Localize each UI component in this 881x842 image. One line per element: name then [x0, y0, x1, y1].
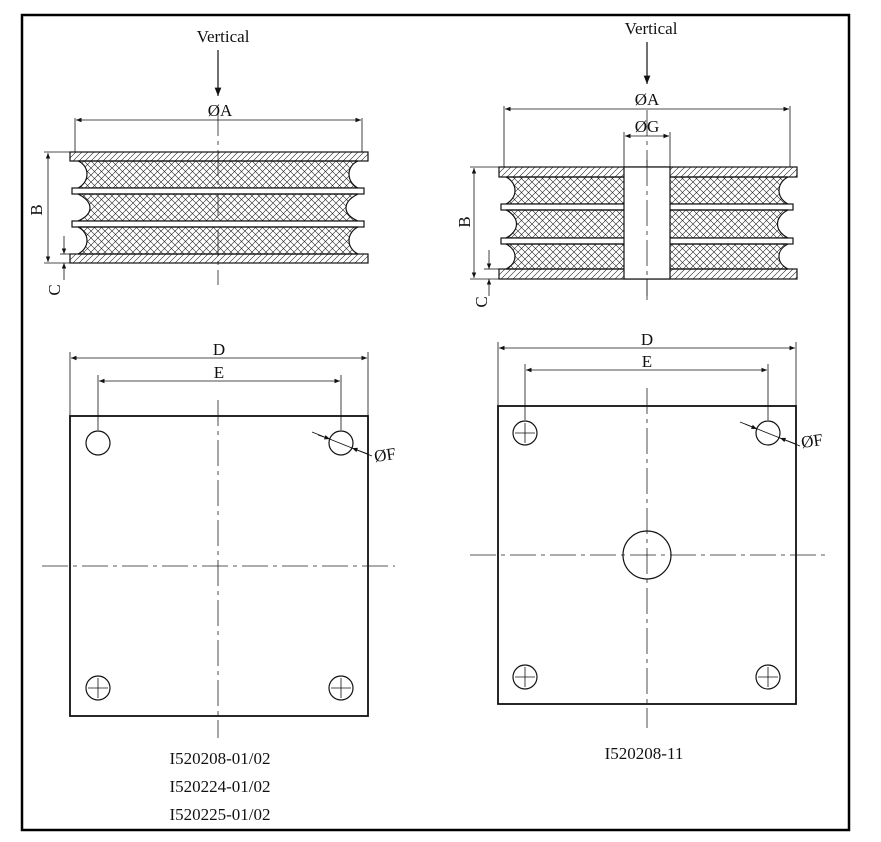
right-plan-view: D E ØF I520208-11: [470, 330, 825, 763]
left-dim-d-label: D: [213, 340, 225, 359]
right-hole-bottom-right: [755, 664, 781, 690]
left-dim-e-label: E: [214, 363, 224, 382]
left-dim-b-label: B: [27, 204, 46, 215]
right-hole-top-left: [512, 420, 538, 446]
right-dim-f-label: ØF: [800, 430, 824, 452]
left-vertical-label: Vertical: [197, 27, 250, 46]
left-part-number-3: I520225-01/02: [169, 805, 270, 824]
right-vertical-label: Vertical: [625, 19, 678, 38]
left-dim-a-label: ØA: [208, 101, 233, 120]
right-dim-d-label: D: [641, 330, 653, 349]
left-side-view: Vertical ØA B C: [27, 27, 369, 296]
left-hole-top-left: [85, 430, 111, 456]
left-hole-bottom-right: [328, 675, 354, 701]
right-part-number-1: I520208-11: [605, 744, 684, 763]
left-hole-bottom-left: [85, 675, 111, 701]
left-part-number-1: I520208-01/02: [169, 749, 270, 768]
left-hole-top-right: [328, 430, 354, 456]
left-dim-c-label: C: [45, 284, 64, 295]
right-dim-a-label: ØA: [635, 90, 660, 109]
right-side-view: Vertical ØA ØG B C: [455, 19, 798, 308]
right-hole-bottom-left: [512, 664, 538, 690]
right-dim-c-label: C: [472, 296, 491, 307]
right-dim-g-label: ØG: [635, 117, 660, 136]
right-center-hole: [622, 530, 672, 580]
right-hole-top-right: [755, 420, 781, 446]
left-dim-f-label: ØF: [373, 444, 397, 466]
drawing-frame: [20, 13, 851, 832]
left-plan-view: D E ØF I520208-01/02 I520224-01/02 I5202…: [42, 340, 397, 824]
left-part-number-2: I520224-01/02: [169, 777, 270, 796]
right-dim-b-label: B: [455, 216, 474, 227]
right-dim-e-label: E: [642, 352, 652, 371]
